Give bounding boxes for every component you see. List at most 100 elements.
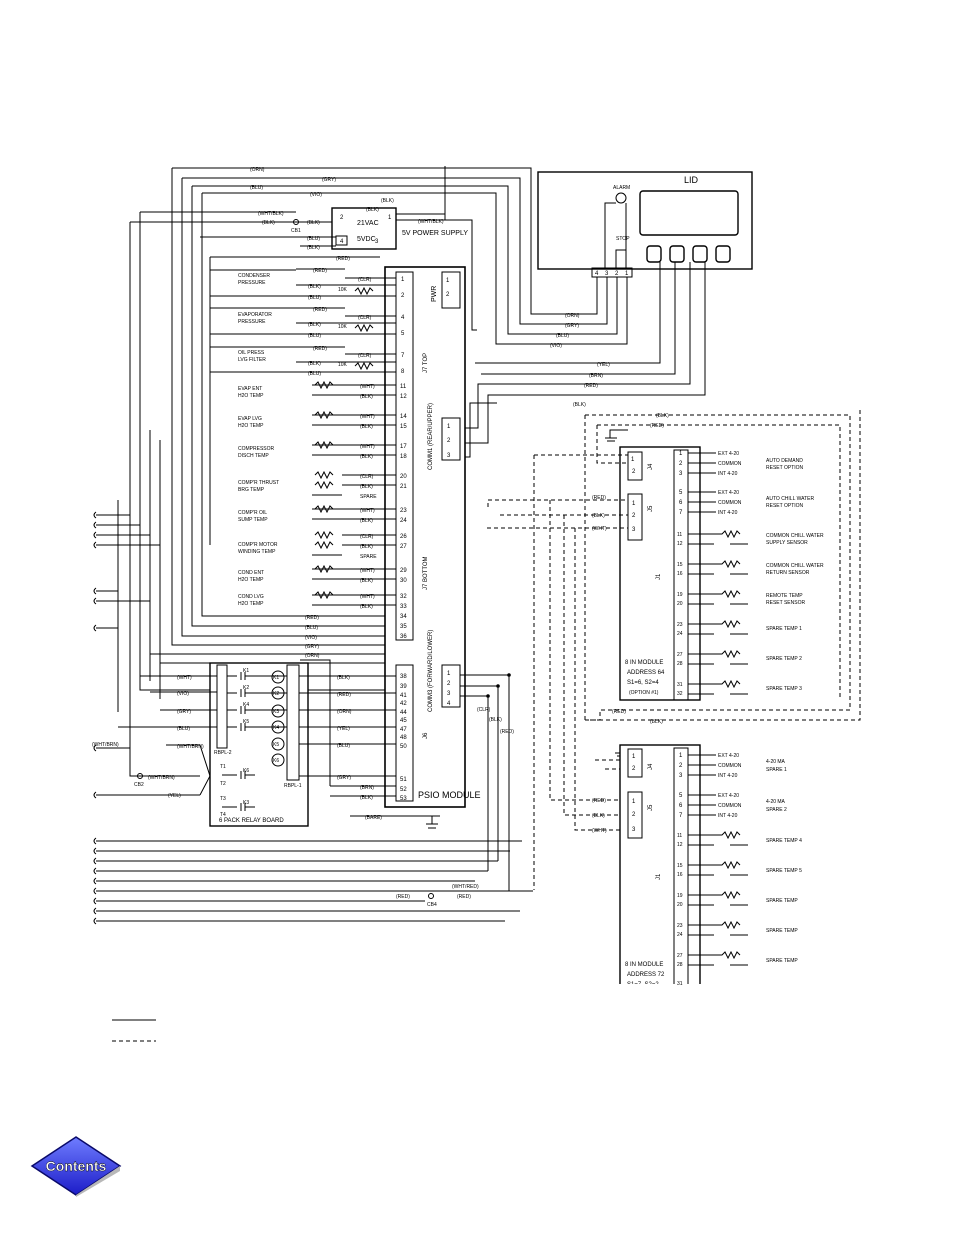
terminal-function: COMMON bbox=[718, 803, 742, 809]
sensor-label: EVAP ENT bbox=[238, 386, 262, 392]
left-wire-stubs bbox=[93, 511, 533, 925]
terminal-function: INT 4-20 bbox=[718, 813, 738, 819]
lid-soft-key-3[interactable] bbox=[692, 245, 708, 263]
wire-label: (CLR) bbox=[358, 315, 372, 321]
wire-label: (RED) bbox=[500, 729, 514, 735]
pin-number: 2 bbox=[447, 681, 451, 687]
input-function: SPARE TEMP bbox=[766, 928, 798, 934]
terminal-function: COMMON bbox=[718, 763, 742, 769]
sensor-label: H2O TEMP bbox=[238, 601, 264, 607]
wire-label: (RED) bbox=[337, 692, 351, 698]
wire-label: (RED) bbox=[457, 894, 471, 900]
pin-number: 1 bbox=[446, 278, 450, 284]
input-function: RESET SENSOR bbox=[766, 600, 805, 606]
lid-terminal-4: 4 bbox=[595, 271, 599, 277]
sensor-label: COMP'R MOTOR bbox=[238, 542, 278, 548]
input-function: REMOTE TEMP bbox=[766, 593, 803, 599]
pin-number: 12 bbox=[677, 541, 683, 547]
terminal-function: COMMON bbox=[718, 500, 742, 506]
pin-number: 15 bbox=[677, 863, 683, 869]
lid-terminal-1: 1 bbox=[625, 271, 629, 277]
cb2-label: CB2 bbox=[134, 782, 144, 788]
sensor-label: COMP'R THRUST bbox=[238, 480, 279, 486]
wire-label: (BLU) bbox=[305, 625, 318, 631]
contents-button[interactable]: Contents bbox=[30, 1135, 122, 1197]
sensor-label: LVG FILTER bbox=[238, 357, 266, 363]
wire-label: (BLU) bbox=[308, 371, 321, 377]
power-supply-label: 5V POWER SUPPLY bbox=[402, 230, 468, 237]
sensor-label: H2O TEMP bbox=[238, 423, 264, 429]
pin-number: 1 bbox=[447, 671, 451, 677]
pin-number: 12 bbox=[677, 842, 683, 848]
pin-number: 20 bbox=[400, 474, 407, 480]
wire-label: (BLU) bbox=[250, 185, 263, 191]
wire-label: (RED) bbox=[612, 709, 626, 715]
wire-label: (BLU) bbox=[308, 295, 321, 301]
dashed-wiring: (BLK) (RED) (RED) (BLK) (WHT) (RED) (BLK… bbox=[487, 410, 861, 890]
pin-number: 33 bbox=[400, 604, 407, 610]
lid-soft-key-1[interactable] bbox=[646, 245, 662, 263]
relay-contact: K3 bbox=[243, 800, 249, 806]
wire-label: (ORN) bbox=[337, 709, 352, 715]
cb1-label: CB1 bbox=[291, 228, 301, 234]
wire-label: (WHT) bbox=[360, 508, 375, 514]
wire-label: (RED) bbox=[592, 495, 606, 501]
wire-label: (YEL) bbox=[337, 726, 350, 732]
sensor-label: COND LVG bbox=[238, 594, 264, 600]
pin-number: 4 bbox=[447, 701, 451, 707]
pin-number: 3 bbox=[632, 527, 636, 533]
wire-label: (RED) bbox=[584, 383, 598, 389]
power-supply-vac: 21VAC bbox=[357, 220, 379, 227]
pin-number: 5 bbox=[679, 490, 683, 496]
wire-label: (GRY) bbox=[177, 709, 191, 715]
pin-number: 3 bbox=[447, 691, 451, 697]
module-72: 1 2 J4 1 2 3 J5 J1 8 IN MODULE ADDRESS 7… bbox=[619, 744, 701, 988]
pin-number: 19 bbox=[677, 592, 683, 598]
pin-number: 2 bbox=[446, 292, 450, 298]
wire-label: (BLU) bbox=[556, 333, 569, 339]
relay-contact: K1 bbox=[243, 668, 249, 674]
pin-number: 6 bbox=[679, 500, 683, 506]
wire-label: (WHT) bbox=[592, 526, 607, 532]
wire-label: (GRY) bbox=[322, 177, 336, 183]
wire-label: (BLK) bbox=[360, 394, 373, 400]
pin-number: 27 bbox=[677, 953, 683, 959]
module-64-functions: EXT 4-20 COMMON INT 4-20 EXT 4-20 COMMON… bbox=[688, 451, 824, 695]
module-title: 8 IN MODULE bbox=[625, 962, 663, 968]
pin-number: 28 bbox=[677, 962, 683, 968]
sensor-label: PRESSURE bbox=[238, 319, 266, 325]
wire-label: (BLK) bbox=[360, 578, 373, 584]
relay-coil: K5 bbox=[273, 742, 279, 748]
wire-label: (VIO) bbox=[177, 691, 189, 697]
sensor-labels: CONDENSER PRESSURE EVAPORATOR PRESSURE O… bbox=[238, 273, 279, 607]
wire-label: (BLK) bbox=[573, 402, 586, 408]
lid-wires bbox=[172, 167, 706, 458]
pin-number: 1 bbox=[632, 754, 636, 760]
wire-label: (BLK) bbox=[360, 544, 373, 550]
pin-number: 31 bbox=[677, 682, 683, 688]
terminal-function: EXT 4-20 bbox=[718, 753, 739, 759]
sensor-label: COMP'R OIL bbox=[238, 510, 267, 516]
wire-label: (WHT) bbox=[177, 675, 192, 681]
lid-soft-key-4[interactable] bbox=[715, 245, 731, 263]
pin-number: 28 bbox=[677, 661, 683, 667]
pin-number: 32 bbox=[677, 691, 683, 697]
pin-number: 18 bbox=[400, 454, 407, 460]
input-function: SPARE TEMP 5 bbox=[766, 868, 802, 874]
sensor-label: H2O TEMP bbox=[238, 393, 264, 399]
pressure-transducers: (RED) (BLK) (BLU) (CLR) 10K (RED) (BLK) … bbox=[210, 268, 396, 377]
input-function: AUTO CHILL WATER bbox=[766, 496, 814, 502]
wire-label: (BLK) bbox=[307, 220, 320, 226]
wire-label: (WHT) bbox=[360, 384, 375, 390]
cb4-label: CB4 bbox=[427, 902, 437, 908]
pin-number: 26 bbox=[400, 534, 407, 540]
lid-soft-key-2[interactable] bbox=[669, 245, 685, 263]
wire-label: (RED) bbox=[592, 798, 606, 804]
sensor-label: H2O TEMP bbox=[238, 577, 264, 583]
wire-label: (RED) bbox=[313, 268, 327, 274]
input-function: SPARE TEMP 3 bbox=[766, 686, 802, 692]
pin-number: 48 bbox=[400, 735, 407, 741]
pin-number: 50 bbox=[400, 744, 407, 750]
module-option: (OPTION #1) bbox=[629, 690, 659, 696]
terminal-label: T4 bbox=[220, 812, 226, 818]
